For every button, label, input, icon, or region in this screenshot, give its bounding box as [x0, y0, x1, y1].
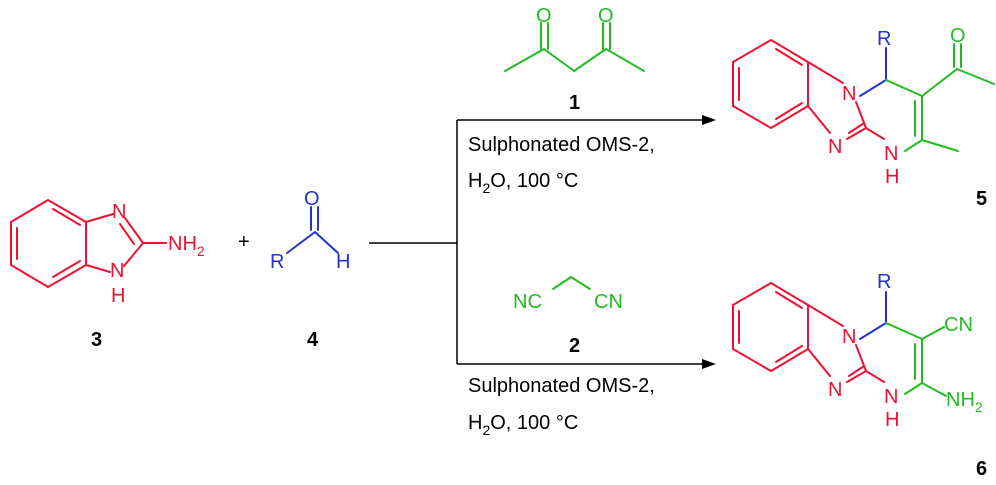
compound-5-blue-bonds	[859, 47, 887, 97]
compound-5-nh-h: H	[885, 166, 899, 188]
compound-5: R O N N N H 5	[732, 25, 995, 210]
compound-5-n-imine: N	[828, 136, 842, 158]
compound-2-bonds	[552, 276, 591, 290]
compound-3-bonds	[10, 199, 167, 288]
compound-6: R CN N N N H NH2 6	[732, 271, 987, 480]
compound-6-blue-bonds	[859, 291, 887, 340]
compound-2-cn: CN	[594, 291, 623, 313]
top-conditions-line1: Sulphonated OMS-2,	[468, 134, 655, 156]
compound-5-o: O	[950, 25, 966, 47]
compound-5-r: R	[877, 28, 891, 50]
compound-1-o-left: O	[536, 5, 552, 27]
compound-3-nh2: NH2	[168, 233, 205, 259]
compound-3-n-top: N	[112, 201, 126, 223]
top-conditions-line2: H2O, 100 °C	[468, 170, 578, 196]
compound-5-number: 5	[976, 188, 987, 210]
compound-6-cn: CN	[944, 314, 973, 336]
compound-4-bonds	[286, 206, 339, 254]
compound-5-n-ring: N	[842, 83, 856, 105]
compound-6-number: 6	[976, 458, 987, 480]
compound-4-r: R	[270, 251, 284, 273]
compound-6-r: R	[877, 271, 891, 293]
compound-1-o-right: O	[598, 5, 614, 27]
plus-sign: +	[238, 231, 250, 253]
compound-4: O R H 4	[270, 188, 350, 351]
compound-2: NC CN 2	[513, 276, 623, 357]
compound-5-green-bonds	[885, 43, 995, 152]
reaction-arrows	[369, 115, 716, 369]
compound-6-nh-n: N	[884, 386, 898, 408]
compound-6-nh-h: H	[885, 409, 899, 431]
compound-6-n-imine: N	[828, 379, 842, 401]
compound-5-red-bonds	[732, 39, 885, 140]
compound-4-h: H	[336, 251, 350, 273]
compound-6-n-ring: N	[842, 326, 856, 348]
compound-4-number: 4	[307, 329, 319, 351]
bottom-conditions-line1: Sulphonated OMS-2,	[468, 375, 655, 397]
compound-3-n-bottom: N	[110, 260, 124, 282]
compound-4-o: O	[304, 188, 320, 210]
compound-5-nh-n: N	[884, 143, 898, 165]
compound-1-bonds	[504, 22, 645, 72]
compound-1: O O 1	[504, 5, 645, 114]
compound-3: N N H NH2 3	[10, 199, 205, 351]
bottom-conditions-line2: H2O, 100 °C	[468, 412, 578, 438]
bottom-arrowhead	[702, 359, 716, 369]
compound-2-number: 2	[569, 335, 580, 357]
compound-2-nc: NC	[513, 291, 542, 313]
compound-6-green-bonds	[885, 322, 947, 397]
compound-3-number: 3	[91, 329, 102, 351]
compound-1-number: 1	[569, 92, 580, 114]
compound-6-nh2: NH2	[946, 389, 983, 415]
compound-6-red-bonds	[732, 282, 885, 383]
compound-3-h-bottom: H	[111, 285, 125, 307]
top-arrowhead	[702, 115, 716, 125]
